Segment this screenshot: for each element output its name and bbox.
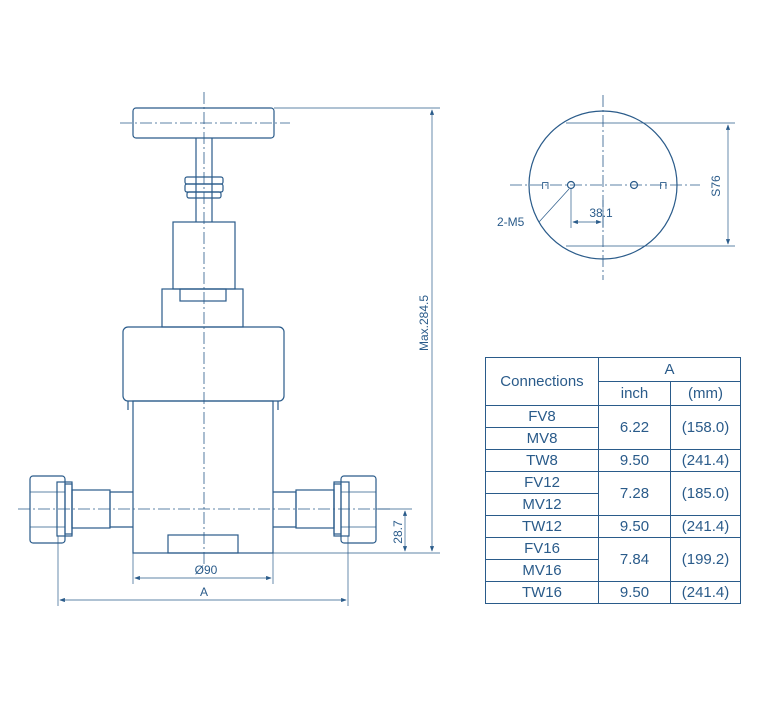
table-row-connection: TW12 <box>485 515 599 538</box>
top-view: ⊓ ⊓ S76 38.1 2-M5 <box>497 95 735 280</box>
table-row-connection: FV8 <box>485 405 599 428</box>
table-row-connection: MV16 <box>485 559 599 582</box>
table-row-connection: TW8 <box>485 449 599 472</box>
svg-text:⊓: ⊓ <box>659 180 668 192</box>
svg-text:⊓: ⊓ <box>541 180 550 192</box>
height-dimension-label: Max.284.5 <box>417 295 431 351</box>
connections-table: Connections A inch (mm) FV8 6.22 (158.0)… <box>485 357 741 604</box>
diameter-label: Ø90 <box>195 563 218 577</box>
mm-header: (mm) <box>670 381 741 406</box>
hole-distance-label: 38.1 <box>589 206 613 220</box>
table-cell-inch: 9.50 <box>598 581 671 604</box>
front-view <box>18 92 390 565</box>
table-cell-inch: 9.50 <box>598 449 671 472</box>
front-dimensions: Max.284.5 28.7 Ø90 A <box>57 107 440 606</box>
a-header: A <box>598 357 741 382</box>
table-cell-mm: (241.4) <box>670 449 741 472</box>
s76-label: S76 <box>709 175 723 197</box>
table-cell-mm: (241.4) <box>670 581 741 604</box>
thread-label: 2-M5 <box>497 215 525 229</box>
table-cell-mm: (158.0) <box>670 405 741 450</box>
table-row-connection: FV12 <box>485 471 599 494</box>
table-cell-inch: 9.50 <box>598 515 671 538</box>
table-row-connection: TW16 <box>485 581 599 604</box>
connections-header: Connections <box>485 357 599 406</box>
table-row-connection: MV12 <box>485 493 599 516</box>
table-cell-inch: 7.28 <box>598 471 671 516</box>
table-cell-inch: 7.84 <box>598 537 671 582</box>
port-height-label: 28.7 <box>391 520 405 544</box>
table-row-connection: FV16 <box>485 537 599 560</box>
table-cell-mm: (185.0) <box>670 471 741 516</box>
a-dimension-label: A <box>200 585 208 599</box>
table-cell-mm: (241.4) <box>670 515 741 538</box>
table-cell-mm: (199.2) <box>670 537 741 582</box>
inch-header: inch <box>598 381 671 406</box>
table-row-connection: MV8 <box>485 427 599 450</box>
table-cell-inch: 6.22 <box>598 405 671 450</box>
